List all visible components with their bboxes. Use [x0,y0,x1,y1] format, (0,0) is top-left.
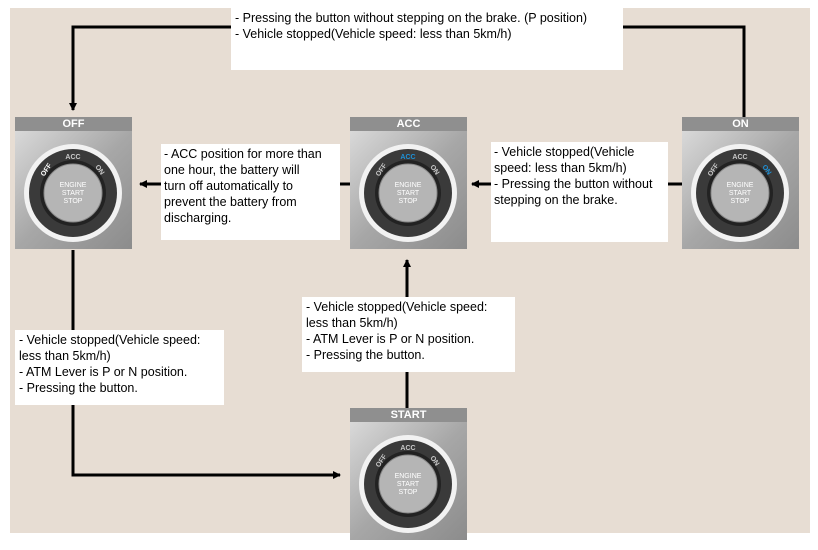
button-label-line: START [62,190,85,197]
button-label-line: START [397,481,420,488]
ring-label-on: ON [428,455,440,468]
ring-label-on: ON [93,164,105,177]
push-button [710,163,770,223]
push-button [378,454,438,514]
note-acc-to-off: - ACC position for more than one hour, t… [161,144,340,240]
ring-label-acc: ACC [400,445,415,452]
button-label-line: STOP [399,489,418,496]
button-label-line: ENGINE [395,473,422,480]
button-label-line: ENGINE [60,182,87,189]
button-label-line: STOP [64,198,83,205]
ring-label-on: ON [760,164,772,177]
note-top: - Pressing the button without stepping o… [231,8,623,70]
ring-label-acc: ACC [400,154,415,161]
note-off-to-start: - Vehicle stopped(Vehicle speed: less th… [15,330,224,405]
ring-label-acc: ACC [732,154,747,161]
button-label-line: START [729,190,752,197]
note-start-to-acc: - Vehicle stopped(Vehicle speed: less th… [302,297,515,372]
note-on-to-acc: - Vehicle stopped(Vehicle speed: less th… [491,142,668,242]
button-label-line: ENGINE [395,182,422,189]
button-label-line: START [397,190,420,197]
button-label-line: STOP [731,198,750,205]
push-button [378,163,438,223]
button-label-line: ENGINE [727,182,754,189]
arrow-off-to-start [71,250,341,479]
ring-label-acc: ACC [65,154,80,161]
push-button [43,163,103,223]
ring-label-on: ON [428,164,440,177]
button-label-line: STOP [399,198,418,205]
